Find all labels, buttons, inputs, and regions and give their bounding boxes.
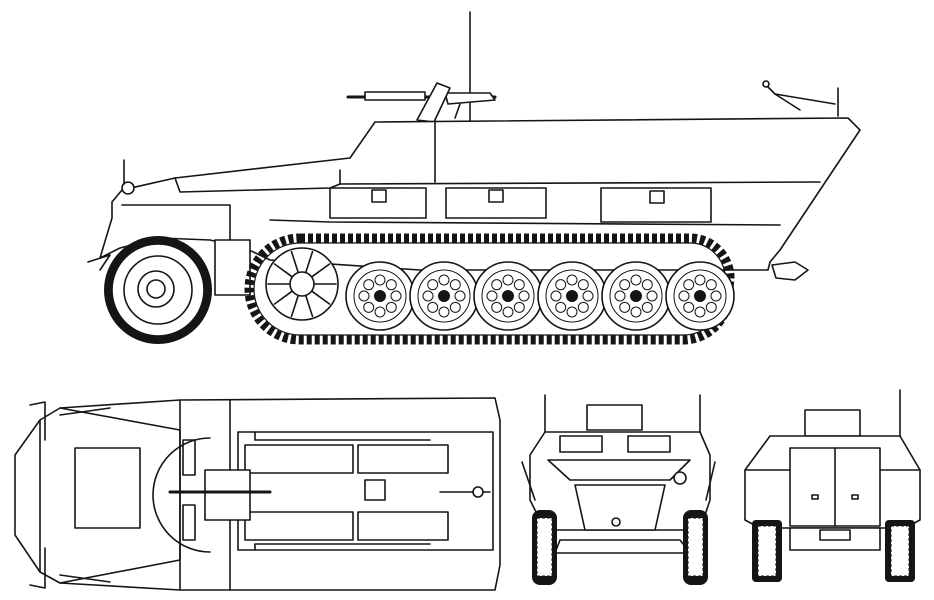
halftrack-side-view bbox=[87, 11, 861, 345]
road-wheel bbox=[345, 261, 415, 331]
engine-deck bbox=[74, 447, 141, 529]
rear-gun-shield bbox=[804, 409, 861, 437]
road-wheel bbox=[601, 261, 671, 331]
road-wheel bbox=[537, 261, 607, 331]
front-armor-plate bbox=[574, 484, 666, 531]
halftrack-top-view bbox=[14, 397, 501, 591]
halftrack-rear-view bbox=[744, 389, 921, 582]
front-gun-shield bbox=[586, 404, 643, 431]
front-wheel bbox=[104, 236, 212, 344]
rear-antenna-mount bbox=[762, 80, 839, 117]
halftrack-front-view bbox=[521, 394, 716, 585]
road-wheels bbox=[345, 261, 735, 331]
road-wheel bbox=[409, 261, 479, 331]
headlight bbox=[121, 181, 135, 195]
side-hatch-3 bbox=[600, 187, 712, 223]
front-hull bbox=[529, 431, 711, 531]
road-wheel bbox=[665, 261, 735, 331]
tow-hitch bbox=[771, 261, 809, 281]
drive-sprocket bbox=[265, 247, 339, 321]
gun-shield bbox=[416, 82, 451, 123]
machine-gun bbox=[346, 82, 497, 123]
track bbox=[244, 233, 735, 345]
road-wheel bbox=[473, 261, 543, 331]
suspension bbox=[214, 239, 251, 296]
